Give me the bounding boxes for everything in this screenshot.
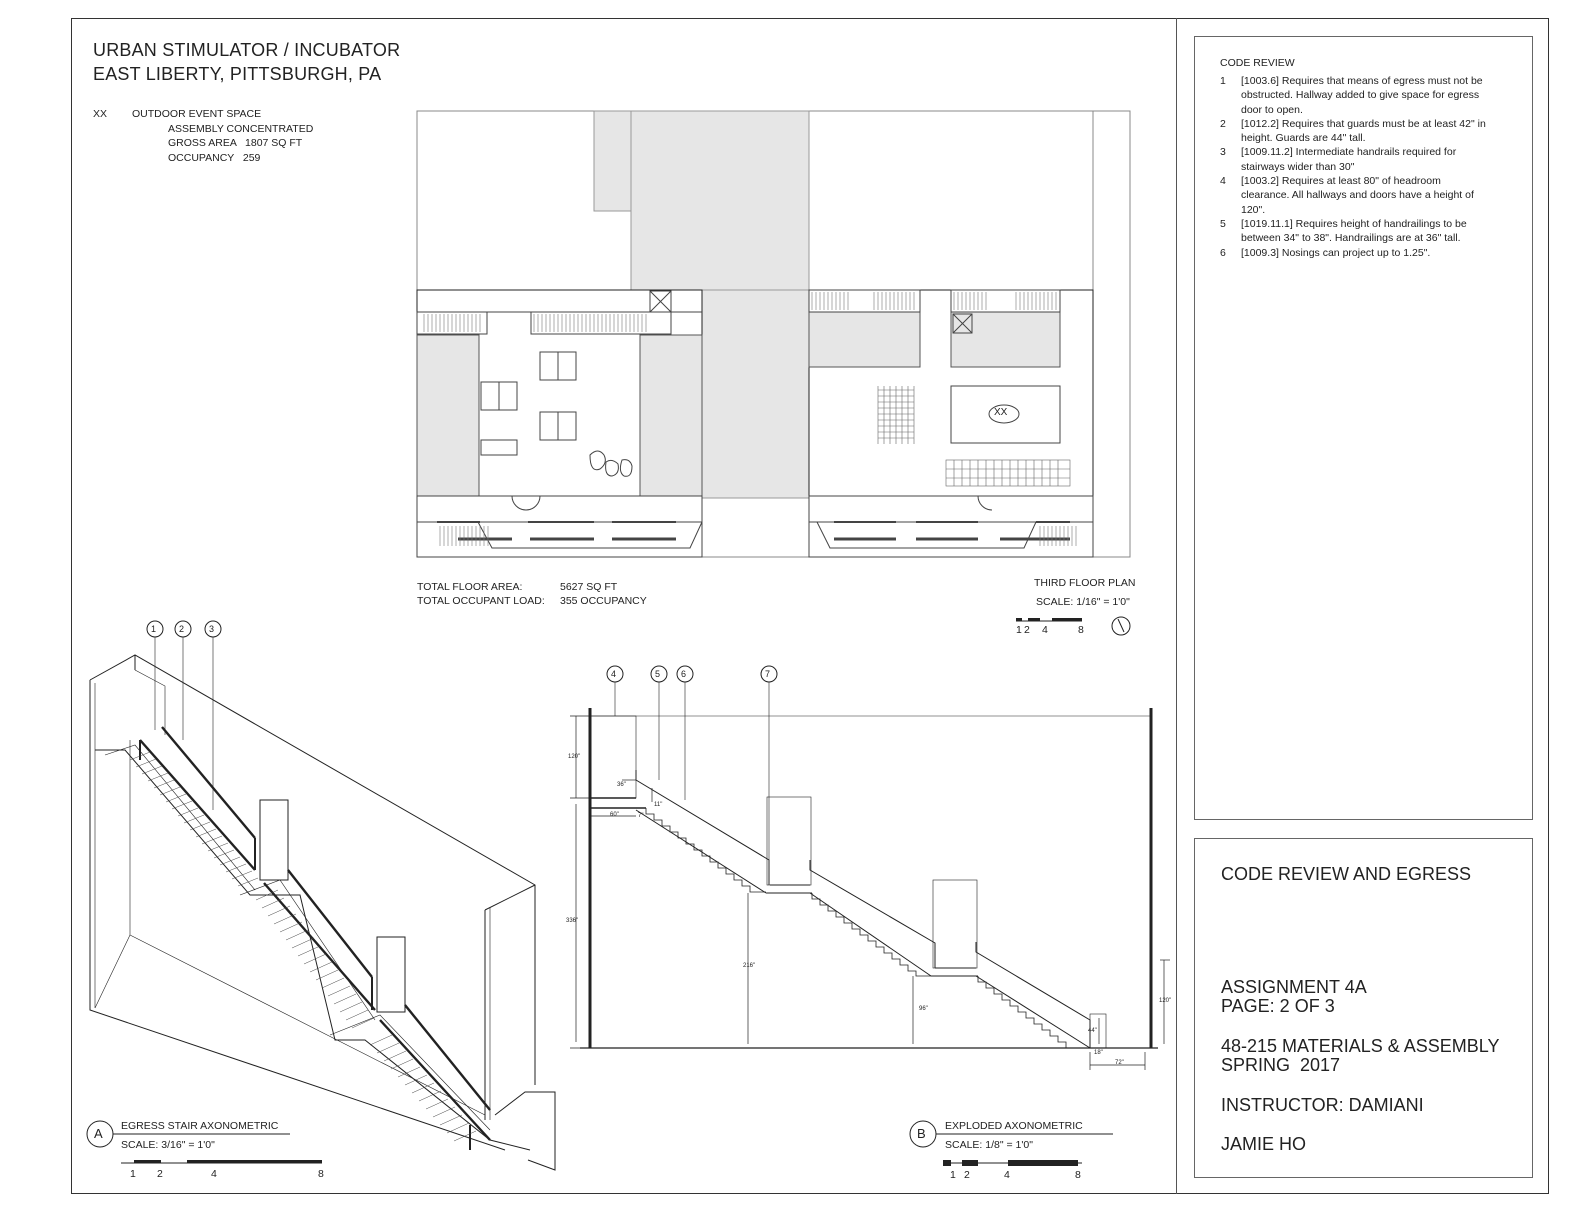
code-item-text: [1003.2] Requires at least 80" of headro… bbox=[1241, 175, 1474, 216]
code-item-text: [1012.2] Requires that guards must be at… bbox=[1241, 117, 1486, 145]
event-space-tag: XX bbox=[994, 407, 1008, 418]
code-review-item: 4 [1003.2] Requires at least 80" of head… bbox=[1220, 174, 1490, 217]
code-item-number: 2 bbox=[1220, 117, 1226, 130]
drawing-b-letter: B bbox=[917, 1126, 926, 1141]
dim-riser: 7" bbox=[638, 813, 644, 819]
code-review-list: 1 [1003.6] Requires that means of egress… bbox=[1220, 74, 1490, 260]
code-review-item: 1 [1003.6] Requires that means of egress… bbox=[1220, 74, 1490, 117]
dim-96: 96" bbox=[919, 1006, 928, 1012]
dim-120-right: 120" bbox=[1159, 998, 1172, 1004]
code-review-heading: CODE REVIEW bbox=[1220, 57, 1295, 69]
code-item-number: 4 bbox=[1220, 175, 1226, 188]
code-item-text: [1019.11.1] Requires height of handraili… bbox=[1241, 217, 1467, 245]
dim-rail-height: 36" bbox=[617, 782, 626, 788]
title-block: CODE REVIEW AND EGRESS ASSIGNMENT 4A PAG… bbox=[1194, 838, 1533, 1178]
callout-1: 1 bbox=[151, 624, 157, 634]
drawing-b-scale: SCALE: 1/8" = 1'0" bbox=[945, 1139, 1033, 1151]
drawing-sheet-border bbox=[71, 18, 1549, 1194]
dim-total-height: 336" bbox=[566, 918, 579, 924]
plan-scale: SCALE: 1/16" = 1'0" bbox=[1036, 596, 1130, 608]
code-review-item: 6 [1009.3] Nosings can project up to 1.2… bbox=[1220, 246, 1490, 260]
assignment-number: ASSIGNMENT 4A bbox=[1221, 977, 1367, 997]
code-review-item: 5 [1019.11.1] Requires height of handrai… bbox=[1220, 217, 1490, 246]
scale-tick: 4 bbox=[1004, 1169, 1010, 1181]
course-name: 48-215 MATERIALS & ASSEMBLY bbox=[1221, 1036, 1500, 1056]
dim-door-height: 120" bbox=[568, 754, 581, 760]
plan-totals: TOTAL FLOOR AREA: 5627 SQ FT TOTAL OCCUP… bbox=[417, 580, 717, 610]
total-area-value: 5627 SQ FT bbox=[560, 581, 618, 593]
author-name: JAMIE HO bbox=[1221, 1134, 1307, 1154]
callout-4: 4 bbox=[611, 669, 617, 679]
scale-tick: 8 bbox=[1075, 1169, 1081, 1181]
code-review-item: 3 [1009.11.2] Intermediate handrails req… bbox=[1220, 145, 1490, 174]
drawing-a-title: EGRESS STAIR AXONOMETRIC bbox=[121, 1120, 279, 1132]
code-item-text: [1009.11.2] Intermediate handrails requi… bbox=[1241, 146, 1457, 173]
scale-tick: 4 bbox=[211, 1168, 217, 1180]
callout-5: 5 bbox=[655, 669, 661, 679]
scale-tick: 2 bbox=[964, 1169, 970, 1181]
code-review-panel: CODE REVIEW 1 [1003.6] Requires that mea… bbox=[1194, 36, 1533, 820]
title-block-divider bbox=[1176, 18, 1177, 1194]
code-item-number: 5 bbox=[1220, 217, 1226, 230]
dim-guard-height: 44" bbox=[1088, 1028, 1097, 1034]
plan-scale-tick: 4 bbox=[1042, 624, 1048, 636]
legend-gross-area: GROSS AREA 1807 SQ FT bbox=[168, 137, 303, 149]
callout-3: 3 bbox=[209, 624, 215, 634]
code-item-number: 3 bbox=[1220, 146, 1226, 159]
dim-18: 18" bbox=[1094, 1050, 1103, 1056]
legend-occupancy-type: ASSEMBLY CONCENTRATED bbox=[168, 122, 314, 135]
occupant-load-label: TOTAL OCCUPANT LOAD: bbox=[417, 595, 545, 607]
code-item-number: 6 bbox=[1220, 246, 1226, 259]
plan-scale-ticks: 1 2 4 8 bbox=[1016, 623, 1096, 637]
callout-6: 6 bbox=[681, 669, 687, 679]
scale-tick: 2 bbox=[157, 1168, 163, 1180]
dim-216: 216" bbox=[743, 963, 756, 969]
drawing-a-scale-ticks: 1 2 4 8 bbox=[130, 1167, 330, 1181]
dim-tread: 11" bbox=[654, 802, 663, 808]
drawing-a-scale: SCALE: 3/16" = 1'0" bbox=[121, 1139, 215, 1151]
code-item-text: [1009.3] Nosings can project up to 1.25"… bbox=[1241, 246, 1431, 259]
project-title: URBAN STIMULATOR / INCUBATOR EAST LIBERT… bbox=[93, 38, 400, 86]
scale-tick: 1 bbox=[130, 1168, 136, 1180]
scale-tick: 8 bbox=[318, 1168, 324, 1180]
legend-occupancy: OCCUPANCY 259 bbox=[168, 151, 261, 164]
drawing-b-title: EXPLODED AXONOMETRIC bbox=[945, 1120, 1083, 1132]
plan-title: THIRD FLOOR PLAN bbox=[1034, 577, 1136, 589]
occupant-load-value: 355 OCCUPANCY bbox=[560, 595, 647, 607]
page-number: PAGE: 2 OF 3 bbox=[1221, 996, 1335, 1016]
code-review-item: 2 [1012.2] Requires that guards must be … bbox=[1220, 117, 1490, 146]
sheet-title: CODE REVIEW AND EGRESS bbox=[1221, 864, 1472, 884]
dim-72: 72" bbox=[1115, 1060, 1124, 1066]
project-title-line2: EAST LIBERTY, PITTSBURGH, PA bbox=[93, 64, 382, 84]
drawing-b-scale-ticks: 1 2 4 8 bbox=[950, 1168, 1090, 1182]
dim-landing-depth: 60" bbox=[610, 812, 619, 818]
drawing-a-letter: A bbox=[94, 1126, 103, 1141]
course-term: SPRING 2017 bbox=[1221, 1055, 1341, 1075]
code-item-text: [1003.6] Requires that means of egress m… bbox=[1241, 75, 1483, 116]
callout-7: 7 bbox=[765, 669, 771, 679]
legend-space-name: OUTDOOR EVENT SPACE bbox=[132, 108, 262, 120]
scale-tick: 1 bbox=[950, 1169, 956, 1181]
total-area-label: TOTAL FLOOR AREA: bbox=[417, 581, 523, 593]
code-item-number: 1 bbox=[1220, 75, 1226, 87]
legend-tag: XX bbox=[93, 108, 108, 120]
callout-2: 2 bbox=[179, 624, 185, 634]
plan-scale-tick: 1 bbox=[1016, 624, 1022, 636]
plan-scale-tick: 2 bbox=[1024, 624, 1030, 636]
plan-scale-tick: 8 bbox=[1078, 624, 1084, 636]
project-title-line1: URBAN STIMULATOR / INCUBATOR bbox=[93, 40, 401, 60]
instructor-name: INSTRUCTOR: DAMIANI bbox=[1221, 1095, 1424, 1115]
